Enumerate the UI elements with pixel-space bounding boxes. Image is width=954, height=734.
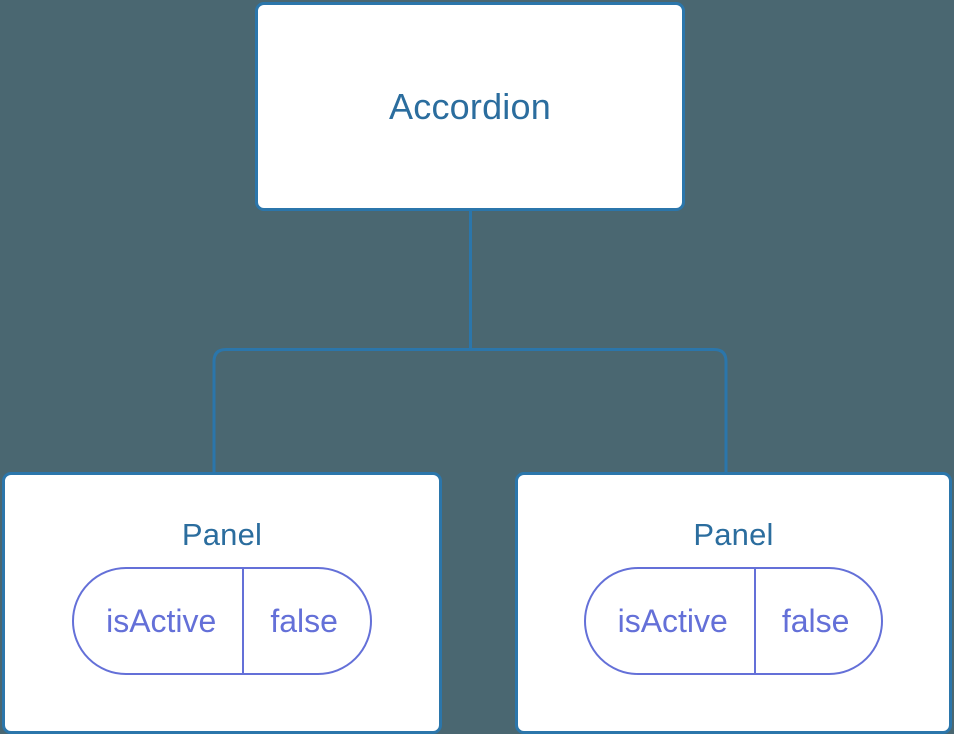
state-key-panel-1: isActive	[106, 602, 217, 639]
connector-branch-right	[470, 348, 728, 474]
node-accordion[interactable]: Accordion	[255, 2, 685, 211]
node-panel-2-title: Panel	[693, 517, 774, 552]
connector-branch-left	[212, 348, 471, 474]
state-key-panel-2: isActive	[617, 602, 728, 639]
state-badge-panel-2[interactable]: isActive false	[583, 567, 884, 675]
node-panel-1-title: Panel	[181, 517, 263, 552]
node-panel-2[interactable]: Panel isActive false	[515, 472, 952, 734]
node-accordion-title: Accordion	[389, 85, 551, 127]
node-panel-1[interactable]: Panel isActive false	[2, 472, 442, 734]
state-badge-panel-1[interactable]: isActive false	[72, 567, 372, 675]
state-value-panel-1: false	[242, 569, 370, 673]
state-value-panel-2: false	[753, 569, 882, 673]
